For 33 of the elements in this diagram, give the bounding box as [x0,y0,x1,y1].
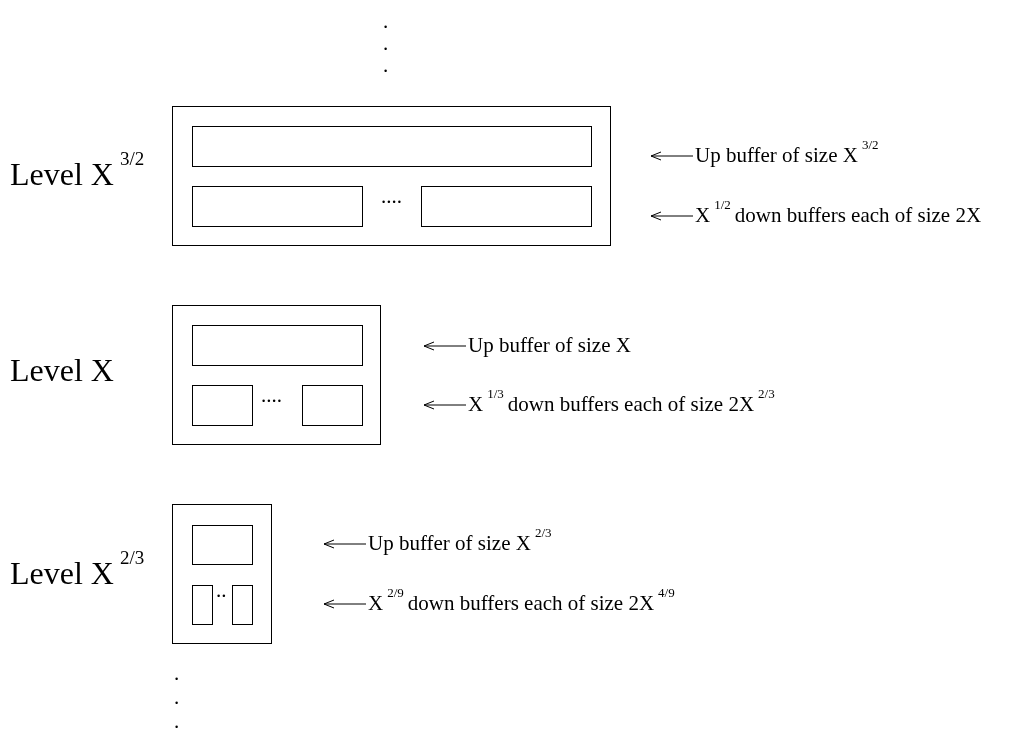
arrow [650,151,694,161]
level-box [172,504,272,644]
buffer-box [192,186,363,227]
arrow [323,539,367,549]
buffer-box [421,186,592,227]
buffer-description: Up buffer of size X$^{3/2}$ [695,142,883,168]
buffer-box [302,385,363,426]
buffer-description: X$^{2/9}$down buffers each of size 2X$^{4/9}$ [368,590,679,616]
arrow [423,341,467,351]
ellipsis-dot: . [174,684,180,710]
buffer-box [192,585,213,625]
buffer-box [232,585,253,625]
level-box [172,305,381,445]
ellipsis-dots: .... [381,183,402,209]
buffer-box [192,525,253,565]
buffer-box [192,325,363,366]
ellipsis-dot: . [174,708,180,734]
buffer-description: Up buffer of size X$^{2/3}$ [368,530,556,556]
level-label: Level X$^{2/3}$ [10,553,145,593]
buffer-box [192,126,592,167]
ellipsis-dots: .... [261,382,282,408]
arrow [323,599,367,609]
buffer-description: Up buffer of size X [468,332,631,358]
level-label: Level X [10,351,114,390]
level-label: Level X$^{3/2}$ [10,154,145,194]
arrow [423,400,467,410]
buffer-box [192,385,253,426]
arrow [650,211,694,221]
ellipsis-dot: . [174,660,180,686]
level-box [172,106,611,246]
buffer-description: X$^{1/3}$down buffers each of size 2X$^{2/3}$ [468,391,779,417]
buffer-description: X$^{1/2}$down buffers each of size 2X [695,202,982,228]
ellipsis-dots: .. [216,577,227,603]
